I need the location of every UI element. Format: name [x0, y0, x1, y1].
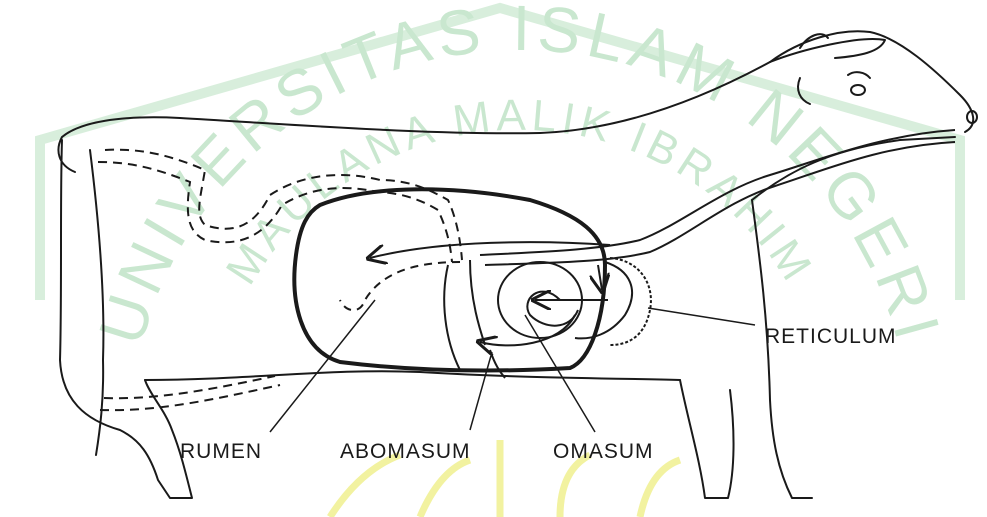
rumen-label: RUMEN: [180, 440, 262, 464]
reticulum-label: RETICULUM: [765, 325, 897, 349]
leader-lines: [270, 300, 755, 432]
reticulum-leader: [648, 308, 755, 325]
abomasum-leader: [470, 352, 492, 430]
university-watermark: UNIVERSITAS ISLAM NEGERI MAULANA MALIK I…: [40, 0, 960, 517]
abomasum-label: ABOMASUM: [340, 440, 471, 464]
watermark-outer-text: UNIVERSITAS ISLAM NEGERI: [85, 0, 955, 352]
omasum-label: OMASUM: [553, 440, 654, 464]
flow-arrows: [340, 242, 632, 378]
